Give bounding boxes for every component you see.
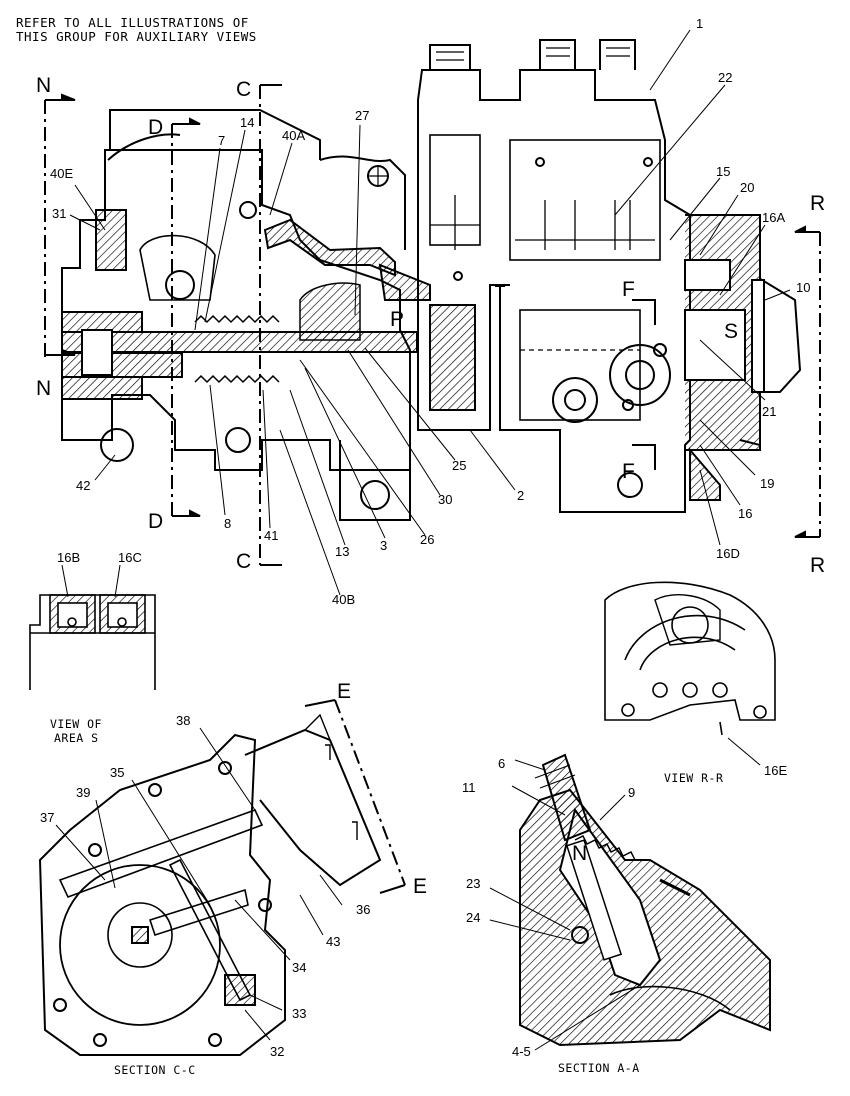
callout-2: 2: [517, 488, 524, 503]
section-letters: N N C C D D R R F F P S E E N: [36, 74, 825, 898]
section-c-c-leaders: [55, 727, 343, 1041]
callout-32: 32: [270, 1044, 284, 1059]
caption-view-area-s-line-1: VIEW OF: [50, 717, 102, 731]
caption-view-r-r: VIEW R-R: [664, 771, 723, 785]
callout-20: 20: [740, 180, 754, 195]
callout-34: 34: [292, 960, 306, 975]
captions: VIEW OF AREA S VIEW R-R SECTION C-C SECT…: [50, 717, 723, 1077]
callout-labels: 1 22 15 20 16A 10 21 19 16 16D 7 14 40A …: [40, 16, 810, 1059]
callout-35: 35: [110, 765, 124, 780]
section-c-c: [38, 713, 382, 1056]
callout-40b: 40B: [332, 592, 355, 607]
section-letter-p: P: [390, 308, 404, 331]
spring: [194, 314, 280, 324]
callout-6: 6: [498, 756, 505, 771]
callout-4-5: 4-5: [512, 1044, 531, 1059]
callout-24: 24: [466, 910, 480, 925]
callout-10: 10: [796, 280, 810, 295]
callout-15: 15: [716, 164, 730, 179]
section-lines: [44, 84, 821, 894]
section-letter-c-top: C: [236, 78, 251, 101]
callout-16c: 16C: [118, 550, 142, 565]
section-a-a-leaders: [489, 759, 641, 1051]
view-r-r: [604, 581, 776, 766]
callout-40e: 40E: [50, 166, 73, 181]
callout-9: 9: [628, 785, 635, 800]
callout-40a: 40A: [282, 128, 305, 143]
callout-16d: 16D: [716, 546, 740, 561]
callout-16a: 16A: [762, 210, 785, 225]
header-note-line-2: THIS GROUP FOR AUXILIARY VIEWS: [16, 29, 257, 44]
callout-8: 8: [224, 516, 231, 531]
caption-view-area-s-line-2: AREA S: [54, 731, 99, 745]
caption-section-c-c: SECTION C-C: [114, 1063, 196, 1077]
section-line-f: [632, 299, 656, 470]
callout-39: 39: [76, 785, 90, 800]
section-letter-f-bottom: F: [622, 460, 635, 483]
callout-38: 38: [176, 713, 190, 728]
section-letter-n-top: N: [36, 74, 51, 97]
section-letter-s: S: [724, 320, 738, 343]
callout-25: 25: [452, 458, 466, 473]
callout-27: 27: [355, 108, 369, 123]
left-housing: [61, 149, 411, 471]
caption-section-a-a: SECTION A-A: [558, 1061, 640, 1075]
callout-30: 30: [438, 492, 452, 507]
callout-26: 26: [420, 532, 434, 547]
section-letter-r-bottom: R: [810, 554, 825, 577]
section-letter-e-bottom: E: [413, 875, 427, 898]
callout-42: 42: [76, 478, 90, 493]
section-letter-f-top: F: [622, 278, 635, 301]
section-line-e: [334, 699, 406, 886]
section-letter-r-top: R: [810, 192, 825, 215]
callout-37: 37: [40, 810, 54, 825]
section-letter-d-top: D: [148, 116, 163, 139]
callout-11: 11: [462, 780, 476, 795]
callout-16b: 16B: [57, 550, 80, 565]
callout-36: 36: [356, 902, 370, 917]
callout-16: 16: [738, 506, 752, 521]
callout-3: 3: [380, 538, 387, 553]
callout-7: 7: [218, 133, 225, 148]
leader-lines: [69, 29, 791, 596]
callout-14: 14: [240, 115, 254, 130]
callout-33: 33: [292, 1006, 306, 1021]
callout-21: 21: [762, 404, 776, 419]
section-letter-c-bottom: C: [236, 550, 251, 573]
section-a-a: [519, 753, 771, 1047]
section-letter-n-section-a: N: [572, 842, 587, 865]
main-assembly: [61, 39, 802, 521]
callout-41: 41: [264, 528, 278, 543]
view-area-s: [29, 564, 156, 690]
callout-1: 1: [696, 16, 703, 31]
callout-43: 43: [326, 934, 340, 949]
section-letter-n-bottom: N: [36, 377, 51, 400]
callout-19: 19: [760, 476, 774, 491]
header-note: REFER TO ALL ILLUSTRATIONS OF THIS GROUP…: [16, 16, 257, 44]
header-note-line-1: REFER TO ALL ILLUSTRATIONS OF: [16, 15, 249, 30]
callout-31: 31: [52, 206, 66, 221]
section-letter-d-bottom: D: [148, 510, 163, 533]
callout-16e: 16E: [764, 763, 787, 778]
callout-13: 13: [335, 544, 349, 559]
callout-23: 23: [466, 876, 480, 891]
shaft: [61, 331, 418, 353]
callout-22: 22: [718, 70, 732, 85]
section-letter-e-top: E: [337, 680, 351, 703]
